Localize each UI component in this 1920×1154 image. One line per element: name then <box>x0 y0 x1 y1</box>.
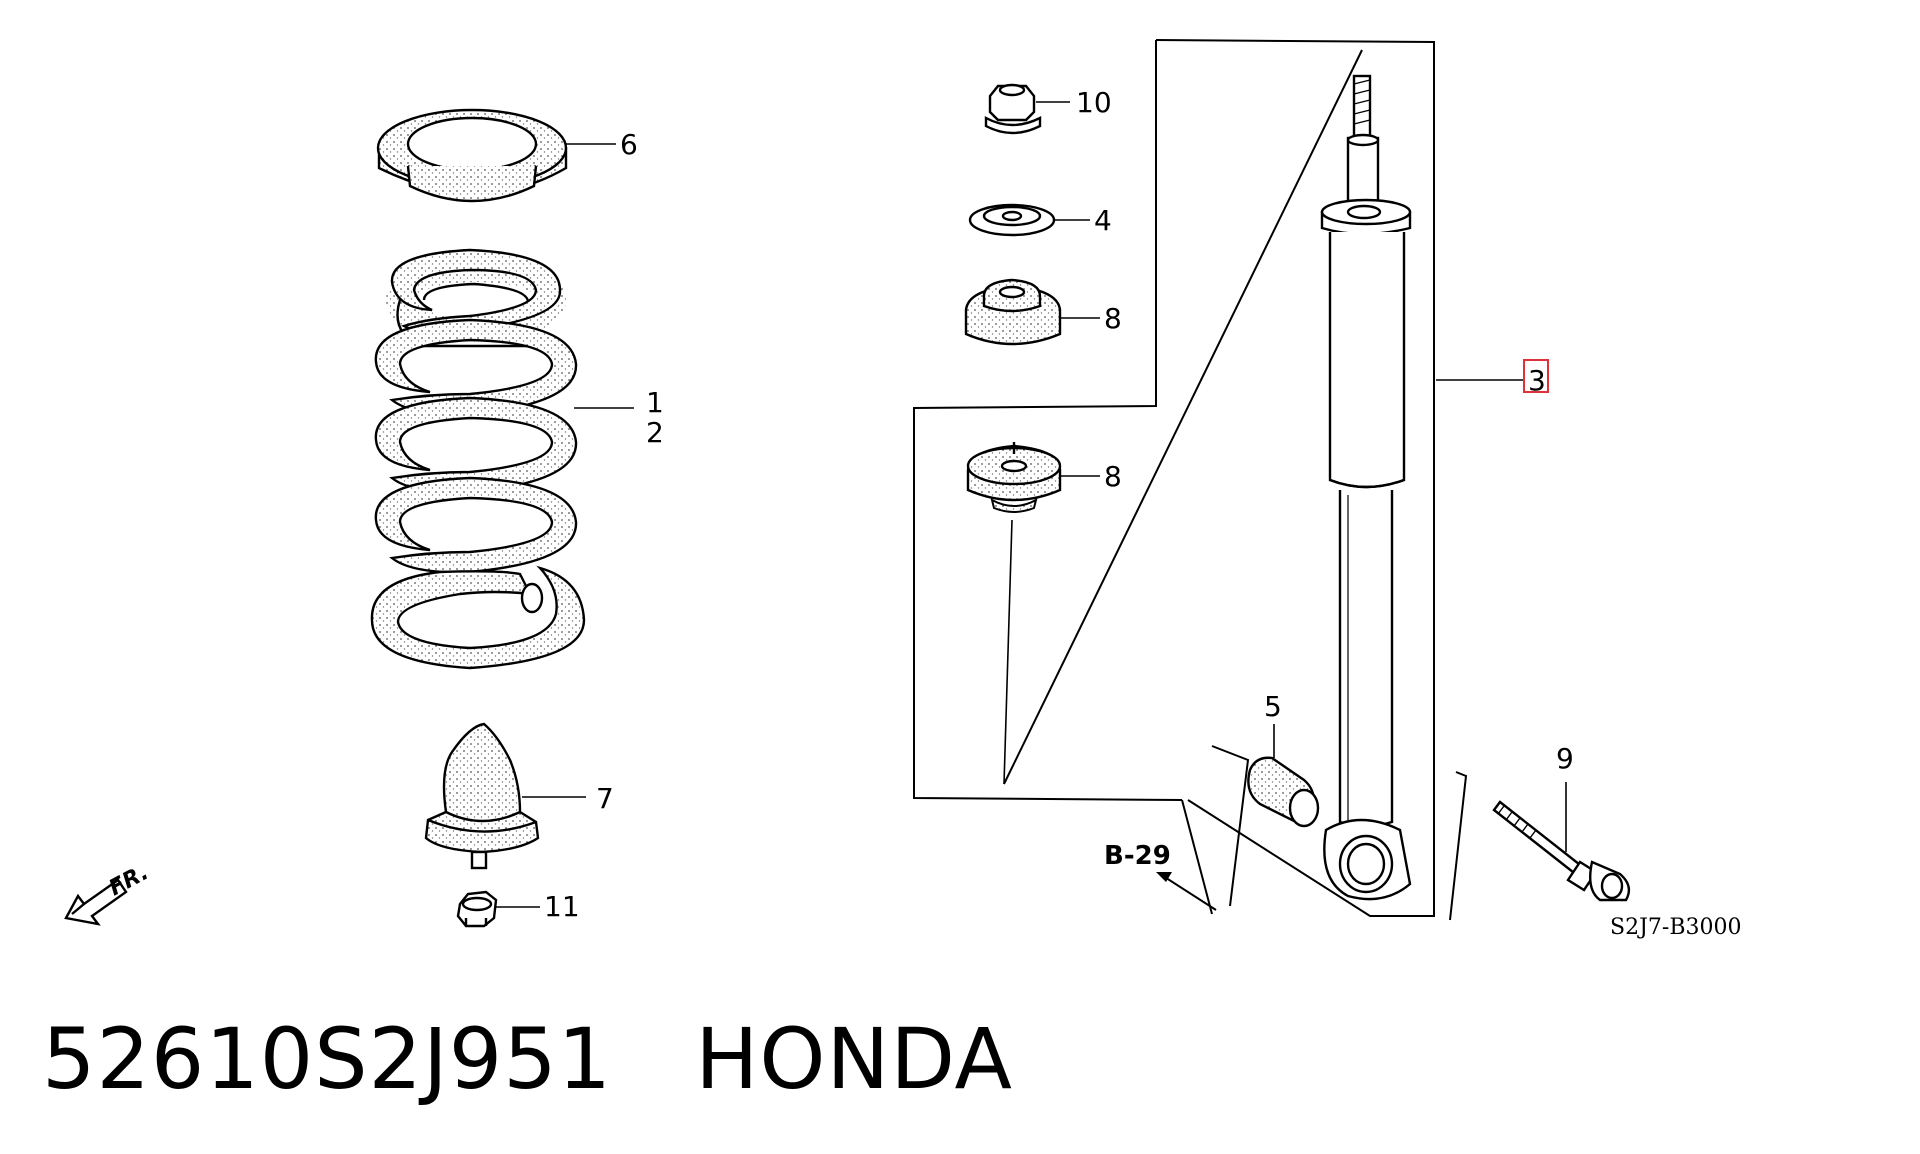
callout-8-lower: 8 <box>1104 460 1122 493</box>
callout-10: 10 <box>1076 86 1112 119</box>
part-number: 52610S2J951 <box>42 1010 613 1108</box>
callout-3-highlight <box>1523 359 1549 393</box>
callout-11: 11 <box>544 890 580 923</box>
callout-3: 3 <box>1528 364 1546 397</box>
callout-9: 9 <box>1556 742 1574 775</box>
reference-label: B-29 <box>1104 841 1171 871</box>
bump-stop-part <box>424 722 586 870</box>
flange-nut-10-part <box>984 83 1070 135</box>
callout-6: 6 <box>620 128 638 161</box>
drawing-code: S2J7-B3000 <box>1610 915 1741 940</box>
shock-absorber-part <box>1320 74 1524 901</box>
coil-spring-part <box>370 248 634 670</box>
assembly-outline <box>913 39 1468 921</box>
bolt-part <box>1492 782 1631 902</box>
reference-arrow <box>1156 872 1217 911</box>
washer-part <box>968 203 1090 237</box>
part-caption: 52610S2J951 HONDA <box>42 1010 1013 1108</box>
spring-seat-part <box>376 108 616 203</box>
callout-4: 4 <box>1094 204 1112 237</box>
nut-11-part <box>456 890 540 928</box>
callout-1: 1 <box>646 386 664 419</box>
front-direction-arrow <box>64 878 128 926</box>
collar-part <box>1247 724 1320 828</box>
callout-2: 2 <box>646 416 664 449</box>
callout-8-upper: 8 <box>1104 302 1122 335</box>
lower-bushing-part <box>966 442 1100 513</box>
upper-bushing-part <box>964 278 1100 346</box>
brand-name: HONDA <box>695 1010 1013 1108</box>
callout-7: 7 <box>596 782 614 815</box>
callout-5: 5 <box>1264 690 1282 723</box>
